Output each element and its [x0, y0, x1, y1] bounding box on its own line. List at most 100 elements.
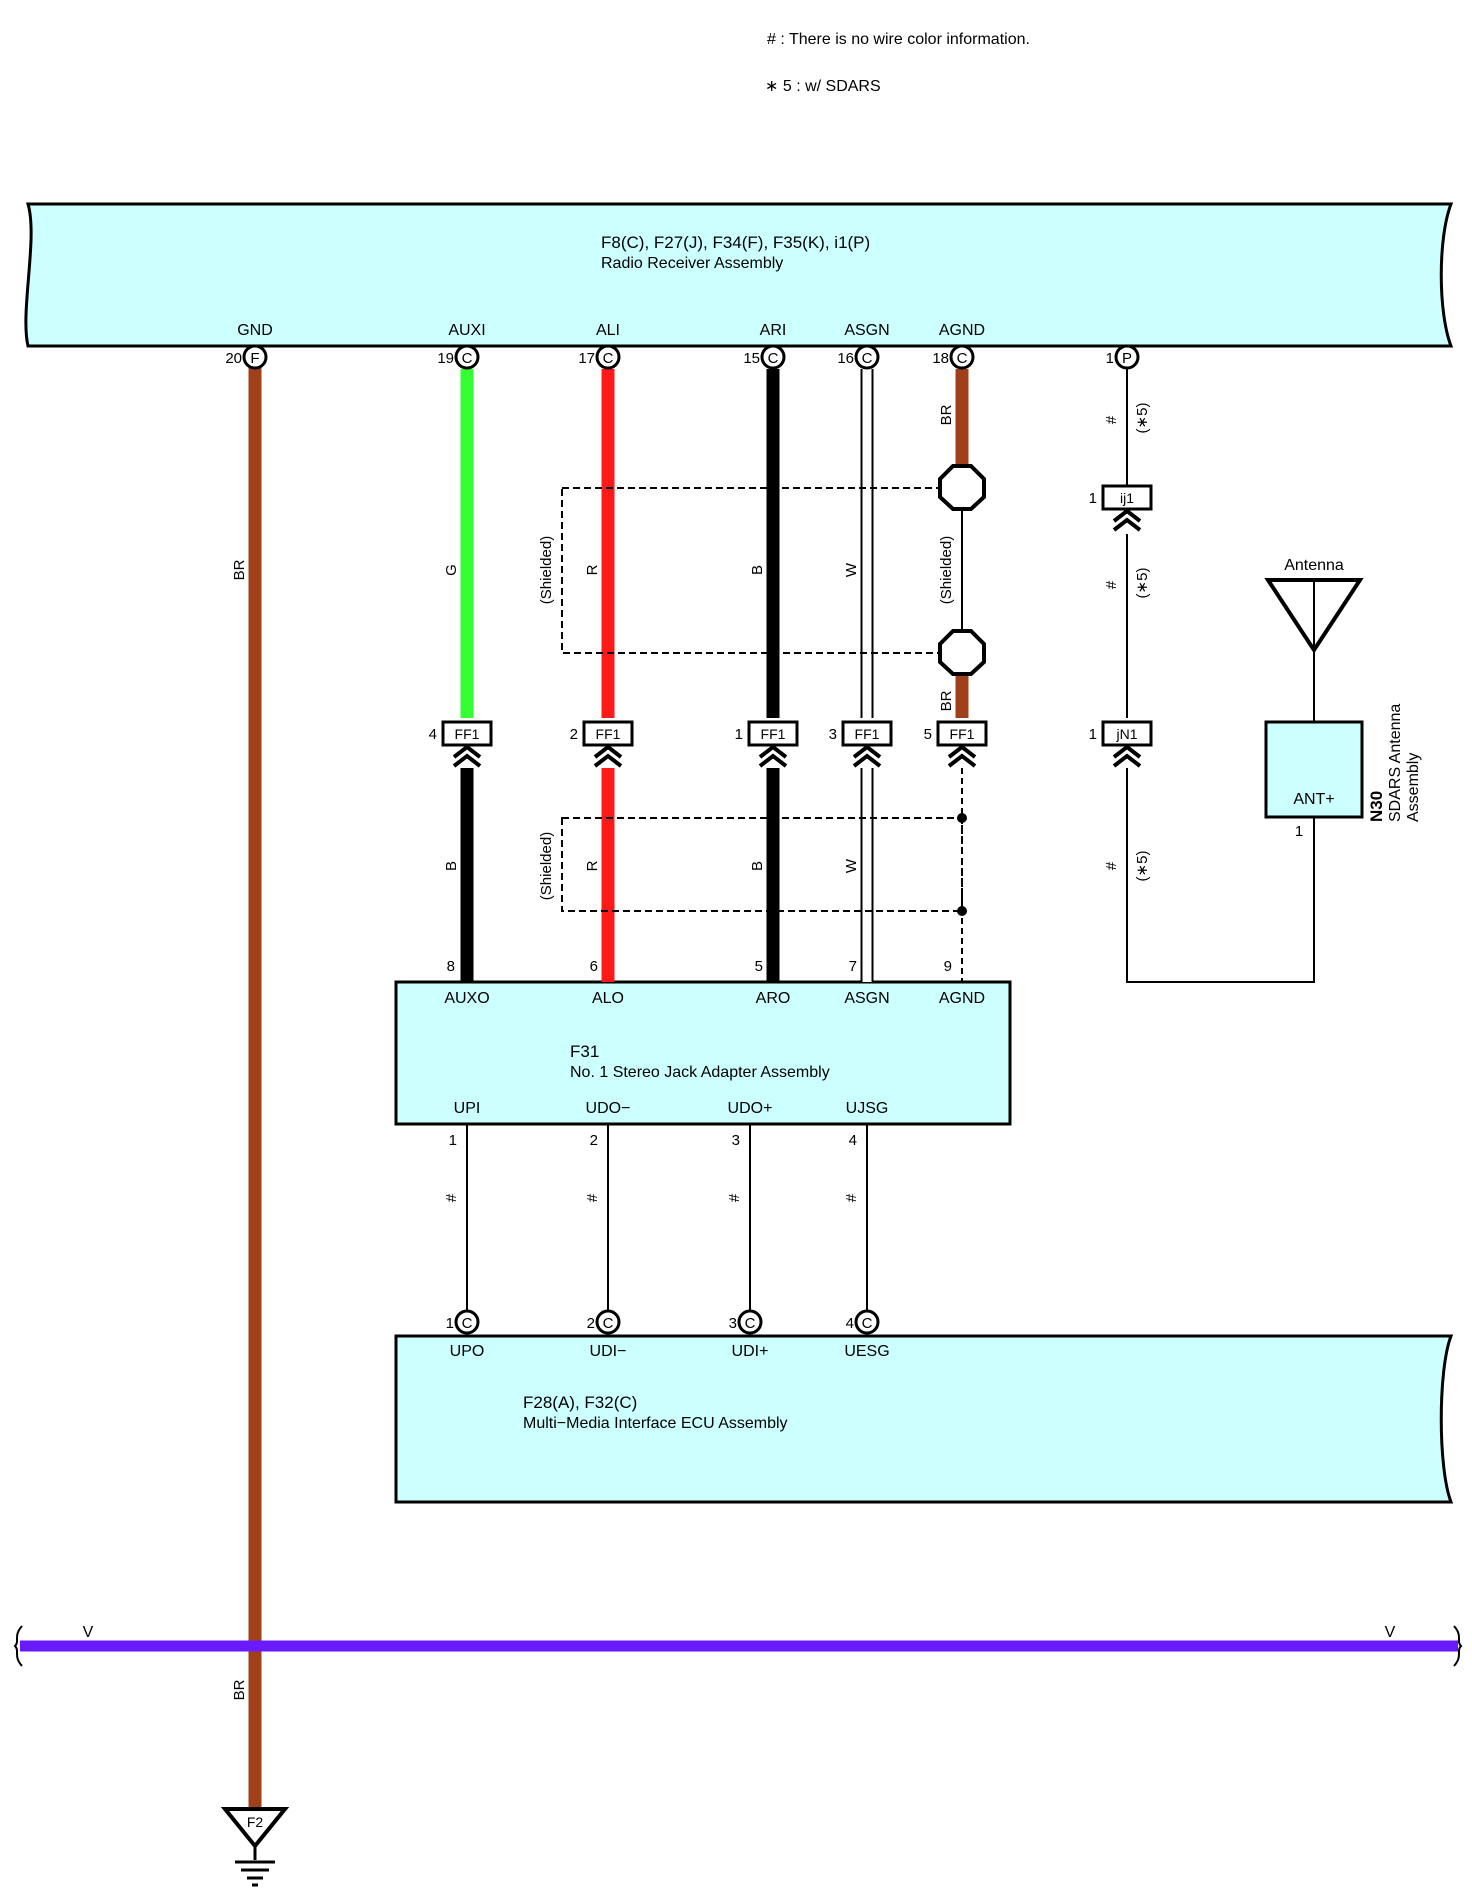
no-color-mark-3: # [726, 1193, 743, 1202]
ground-name: F2 [247, 1814, 264, 1830]
mmi-ecu-box [394, 1334, 1454, 1504]
terminal-asgn: ASGN [844, 322, 889, 339]
ff1-connector-pin-2: FF1 2 [570, 720, 634, 768]
wire-color-gnd-upper: BR [231, 559, 248, 580]
antenna-box [1264, 720, 1364, 819]
ground-triangle [220, 1807, 290, 1850]
bus-v-right-label: V [1385, 1624, 1396, 1641]
connector-circle-icon [454, 344, 480, 370]
wire-color-agnd-upper: BR [938, 404, 955, 425]
connector-letter: F [250, 350, 259, 367]
pin-number: 4 [846, 1315, 854, 1332]
chevron-up-icon [852, 744, 882, 768]
radio-pin-17-c: C17 [578, 344, 621, 370]
connector-letter: C [603, 350, 614, 367]
terminal-alo: ALO [592, 990, 624, 1007]
ecu-pin-2-c: C2 [587, 1309, 621, 1335]
terminal-ali: ALI [596, 322, 620, 339]
connector-pin: 2 [570, 726, 578, 743]
chevron-up-icon [452, 744, 482, 768]
radio-receiver-code: F8(C), F27(J), F34(F), F35(K), i1(P) [601, 233, 870, 252]
no-color-mark-4: # [843, 1193, 860, 1202]
pin-number: 2 [587, 1315, 595, 1332]
shield-octagon-top [938, 464, 986, 511]
connector-name: FF1 [950, 726, 975, 742]
radio-pin-16-c: C16 [837, 344, 880, 370]
connector-circle-icon [854, 1309, 880, 1335]
terminal-uesg: UESG [844, 1343, 889, 1360]
terminal-udo-minus: UDO− [586, 1100, 631, 1117]
radio-receiver-name: Radio Receiver Assembly [601, 255, 783, 272]
wire-color-asgn: W [843, 562, 860, 577]
wire-color-auxo: B [443, 861, 460, 871]
antenna-pin: 1 [1295, 823, 1303, 840]
pin-udo-plus: 3 [732, 1132, 740, 1149]
shield-junction-dot-bottom [957, 906, 967, 916]
connector-letter: C [957, 350, 968, 367]
ecu-pin-1-c: C1 [446, 1309, 480, 1335]
note-no-color: # : There is no wire color information. [767, 31, 1030, 48]
chevron-up-icon [947, 744, 977, 768]
mmi-ecu-name: Multi−Media Interface ECU Assembly [523, 1415, 788, 1432]
connector-circle-icon [595, 344, 621, 370]
sdars-mark-1: (∗5) [1134, 403, 1151, 434]
connector-name: ij1 [1120, 490, 1134, 506]
pin-number: 1 [446, 1315, 454, 1332]
chevron-up-icon [1112, 744, 1142, 768]
terminal-asgn-jack: ASGN [844, 990, 889, 1007]
sdars-mark-2: (∗5) [1134, 568, 1151, 599]
shielded-label-lower: (Shielded) [538, 832, 555, 900]
radio-pin-19-c: C19 [437, 344, 480, 370]
pin-number: 18 [932, 350, 949, 367]
connector-letter: C [603, 1315, 614, 1332]
no-color-mark-7: # [1103, 861, 1120, 870]
connector-circle-icon [242, 344, 268, 370]
pin-auxo: 8 [447, 958, 455, 975]
antenna-name-line1: SDARS Antenna [1387, 704, 1404, 822]
pin-upi: 1 [449, 1132, 457, 1149]
bus-v-right-end [1453, 1625, 1463, 1667]
pin-udo-minus: 2 [590, 1132, 598, 1149]
terminal-agnd-jack: AGND [939, 990, 985, 1007]
wire-color-agnd-mid: BR [938, 690, 955, 711]
no-color-mark-2: # [584, 1193, 601, 1202]
shielded-label-agnd: (Shielded) [938, 536, 955, 604]
radio-pin-20-f: F 20 [225, 344, 268, 370]
connector-letter: C [862, 1315, 873, 1332]
shield-lower [561, 817, 963, 912]
terminal-aro: ARO [756, 990, 791, 1007]
chevron-up-icon [1112, 508, 1142, 532]
connector-name: FF1 [761, 726, 786, 742]
connector-pin: 1 [735, 726, 743, 743]
chevron-up-icon [758, 744, 788, 768]
mmi-ecu-code: F28(A), F32(C) [523, 1393, 637, 1412]
chevron-up-icon [593, 744, 623, 768]
connector-letter: P [1122, 350, 1132, 367]
stereo-jack-name: No. 1 Stereo Jack Adapter Assembly [570, 1064, 830, 1081]
wire-color-aro: B [749, 861, 766, 871]
connector-name: FF1 [596, 726, 621, 742]
terminal-upi: UPI [454, 1100, 481, 1117]
pin-number: 20 [225, 350, 242, 367]
connector-name: FF1 [455, 726, 480, 742]
ecu-pin-3-c: C3 [729, 1309, 763, 1335]
radio-receiver-box [24, 202, 1454, 348]
connector-pin: 3 [829, 726, 837, 743]
terminal-agnd: AGND [939, 322, 985, 339]
pin-number: 19 [437, 350, 454, 367]
connector-circle-icon [595, 1309, 621, 1335]
connector-circle-icon [760, 344, 786, 370]
connector-name: jN1 [1115, 726, 1137, 742]
terminal-udo-plus: UDO+ [728, 1100, 773, 1117]
connector-letter: C [862, 350, 873, 367]
stereo-jack-box [394, 980, 1012, 1126]
connector-circle-icon [1114, 344, 1140, 370]
pin-number: 3 [729, 1315, 737, 1332]
note-sdars: ∗ 5 : w/ SDARS [765, 78, 881, 95]
